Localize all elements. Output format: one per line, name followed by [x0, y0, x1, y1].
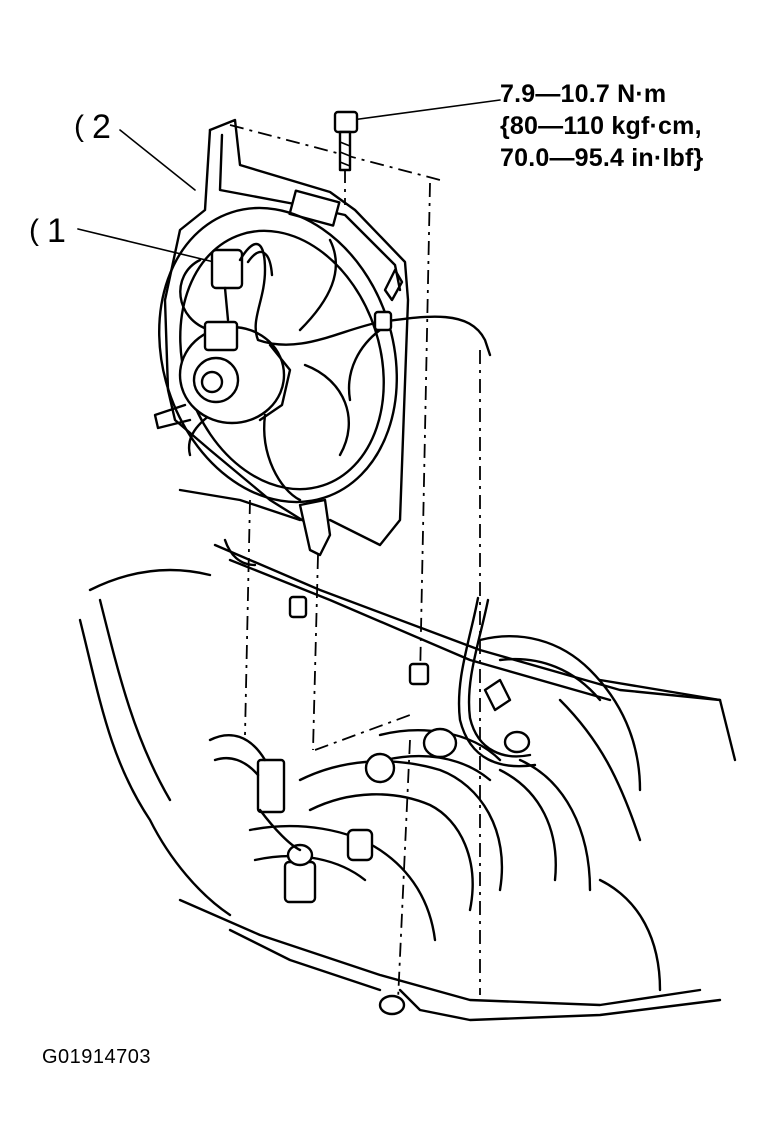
torque-spec-nm: 7.9—10.7 N·m	[500, 80, 667, 108]
figure-id: G01914703	[42, 1046, 152, 1068]
leader-line-bolt	[351, 99, 501, 121]
callout-2-paren: (	[74, 110, 84, 143]
fan-motor	[153, 320, 292, 430]
callout-1-paren: (	[29, 214, 39, 247]
wire-harness	[238, 242, 537, 768]
radiator-and-engine-bay	[78, 488, 737, 917]
callout-1: 1	[47, 212, 66, 250]
lower-frame	[178, 878, 722, 1022]
mounting-bolt	[333, 110, 359, 172]
torque-spec-inlbf: 70.0—95.4 in·lbf}	[500, 144, 704, 172]
fan-connector	[210, 248, 244, 322]
lower-mount-tab	[298, 498, 332, 557]
fan-shroud	[163, 118, 410, 547]
torque-spec: 7.9—10.7 N·m {80—110 kgf·cm, 70.0—95.4 i…	[500, 78, 703, 174]
torque-spec-kgfcm: {80—110 kgf·cm,	[500, 112, 702, 140]
leader-line-2	[119, 129, 196, 191]
engine-bay-connectors	[208, 678, 531, 904]
callout-2: 2	[92, 108, 111, 146]
coolant-hoses	[248, 727, 592, 942]
leader-line-1	[77, 228, 215, 263]
